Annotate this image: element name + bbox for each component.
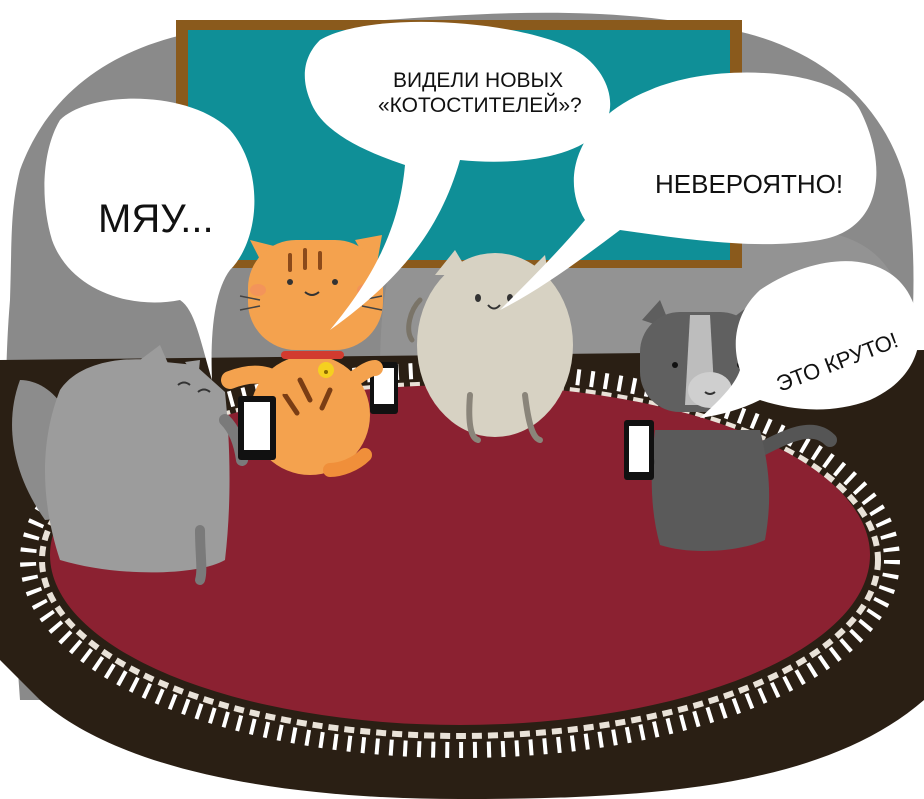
dark-cat (637, 300, 837, 552)
speech-bubble-meow: МЯУ... (44, 98, 255, 381)
bubble-text-question-line1: ВИДЕЛИ НОВЫХ (393, 69, 563, 92)
bell-icon (318, 362, 334, 378)
grey-cat (12, 345, 248, 585)
phone-icon (624, 420, 654, 480)
bubble-text-incredible: НЕВЕРОЯТНО! (655, 169, 843, 199)
bubble-text-question-line2: «КОТОСТИТЕЛЕЙ»? (378, 93, 582, 117)
orange-cat (221, 235, 383, 477)
speech-bubble-incredible: НЕВЕРОЯТНО! (500, 72, 877, 310)
speech-bubble-cool: ЭТО КРУТО! (700, 261, 920, 418)
phone-icon (238, 396, 276, 460)
bubble-text-meow: МЯУ... (98, 197, 214, 241)
speech-bubble-question: ВИДЕЛИ НОВЫХ «КОТОСТИТЕЛЕЙ»? (304, 21, 611, 331)
